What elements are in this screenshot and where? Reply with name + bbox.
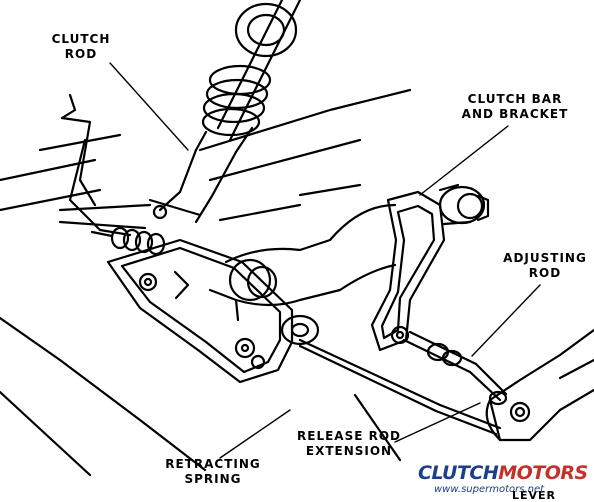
release-rod-label-line2: EXTENSION bbox=[305, 444, 393, 458]
adjusting-rod bbox=[402, 330, 508, 406]
clutch-rod bbox=[148, 148, 238, 224]
retracting-spring-label-line2: SPRING bbox=[184, 472, 242, 486]
watermark-logo: CLUTCHMOTORS bbox=[418, 462, 592, 484]
pedal-spring bbox=[194, 0, 302, 154]
leader-lines bbox=[109, 62, 541, 459]
watermark-logo-part2: MOTORS bbox=[498, 462, 588, 484]
clutch-bar-shaft bbox=[224, 203, 397, 307]
clutch-rod-label: CLUTCH ROD bbox=[44, 32, 118, 62]
mounting-bracket bbox=[106, 238, 294, 384]
watermark: CLUTCHMOTORS www.supermotors.net bbox=[418, 462, 592, 502]
clutch-rod-label-line2: ROD bbox=[64, 47, 98, 61]
release-rod-extension bbox=[280, 314, 502, 436]
release-rod-label: RELEASE ROD EXTENSION bbox=[286, 429, 412, 459]
clutch-bar-label-line1: CLUTCH BAR bbox=[467, 92, 563, 106]
lever bbox=[485, 328, 594, 442]
clutch-rod-label-line1: CLUTCH bbox=[51, 32, 111, 46]
floor-pan-lines bbox=[0, 88, 412, 477]
retracting-spring-label: RETRACTING SPRING bbox=[158, 457, 268, 487]
lever-label: LEVER bbox=[512, 489, 557, 502]
clutch-bar-label: CLUTCH BAR AND BRACKET bbox=[452, 92, 578, 122]
adjusting-rod-label: ADJUSTING ROD bbox=[496, 251, 594, 281]
watermark-logo-part1: CLUTCH bbox=[418, 462, 499, 484]
wire-loop bbox=[58, 93, 152, 237]
release-rod-label-line1: RELEASE ROD bbox=[297, 429, 401, 443]
adjusting-rod-label-line1: ADJUSTING bbox=[503, 251, 587, 265]
clutch-bar-bracket bbox=[370, 183, 490, 352]
retracting-spring-coils bbox=[90, 226, 166, 256]
clutch-bar-label-line2: AND BRACKET bbox=[461, 107, 569, 121]
watermark-url: www.supermotors.net bbox=[434, 484, 545, 495]
retracting-spring-label-line1: RETRACTING bbox=[165, 457, 261, 471]
adjusting-rod-label-line2: ROD bbox=[528, 266, 562, 280]
